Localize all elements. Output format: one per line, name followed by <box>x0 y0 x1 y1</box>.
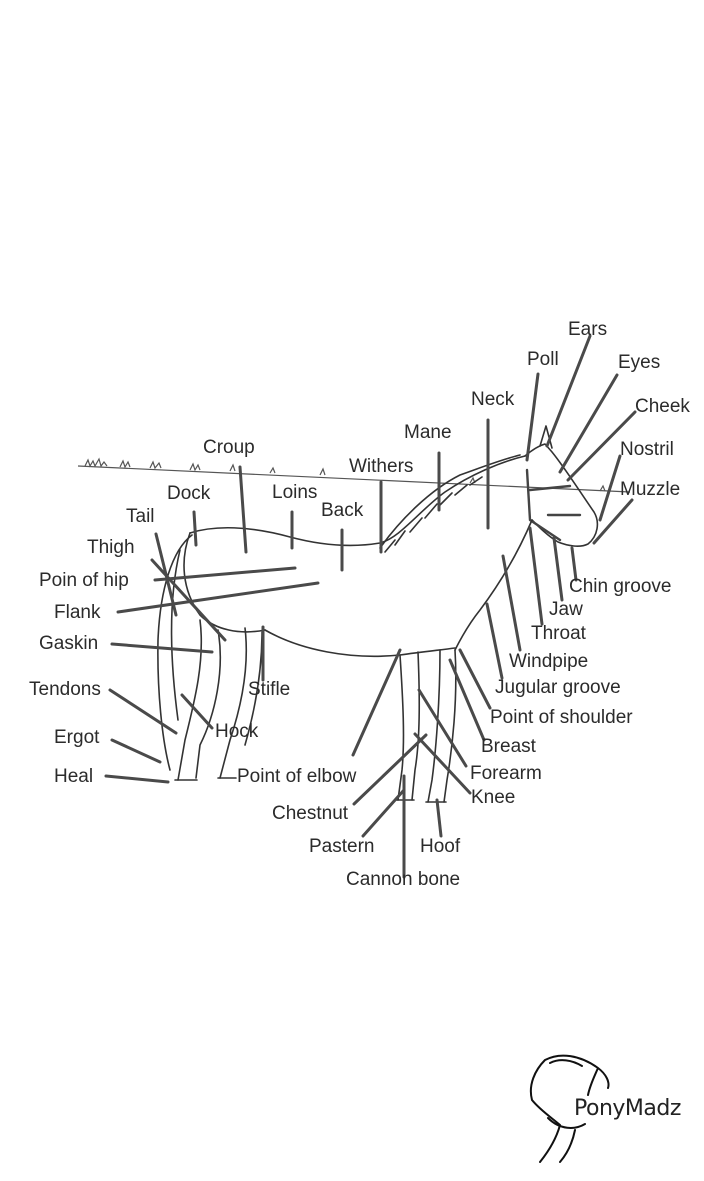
label-point-of-shoulder: Point of shoulder <box>490 707 633 728</box>
leader-breast <box>448 658 486 742</box>
label-breast: Breast <box>481 736 536 757</box>
label-knee: Knee <box>471 787 516 808</box>
leader-eyes <box>558 373 619 474</box>
leader-hock <box>180 693 214 730</box>
leader-gaskin <box>110 642 214 654</box>
horse-hind-leg-front <box>219 627 263 779</box>
label-muzzle: Muzzle <box>620 479 681 500</box>
label-ears: Ears <box>568 319 608 340</box>
label-flank: Flank <box>54 602 101 623</box>
leader-ears <box>545 334 592 448</box>
leader-pastern <box>361 788 406 838</box>
leader-elbow <box>351 648 402 757</box>
label-neck: Neck <box>471 389 515 410</box>
label-loins: Loins <box>272 482 318 503</box>
label-tendons: Tendons <box>29 679 101 700</box>
label-nostril: Nostril <box>620 439 674 460</box>
leader-hip <box>153 566 297 582</box>
leader-muzzle <box>592 498 634 545</box>
label-stifle: Stifle <box>248 679 291 700</box>
label-heal: Heal <box>54 766 94 787</box>
horse-tail <box>157 534 193 771</box>
label-gaskin: Gaskin <box>39 633 99 654</box>
leader-thigh <box>150 558 227 642</box>
leader-throat <box>528 526 544 626</box>
leader-jaw <box>552 536 564 602</box>
label-point-of-elbow: Point of elbow <box>237 766 357 787</box>
horse-head-outline <box>524 443 599 547</box>
leader-jugular <box>485 602 504 680</box>
label-jaw: Jaw <box>549 599 583 620</box>
label-throat: Throat <box>531 623 586 644</box>
horse-belly <box>264 629 456 658</box>
label-chin-groove: Chin groove <box>569 576 672 597</box>
label-chestnut: Chestnut <box>272 803 349 824</box>
leader-heal <box>104 774 170 784</box>
leader-hoof <box>435 798 443 838</box>
label-tail: Tail <box>126 506 155 527</box>
leader-dock <box>192 510 198 547</box>
leader-ergot <box>110 738 162 764</box>
leader-chin-groove <box>570 546 578 582</box>
leader-lines <box>104 334 637 879</box>
leader-forearm <box>417 688 468 768</box>
horse-halter <box>525 468 582 542</box>
leader-windpipe <box>501 554 522 652</box>
label-jugular-groove: Jugular groove <box>495 677 621 698</box>
label-thigh: Thigh <box>87 537 135 558</box>
horse-front-leg-right <box>427 649 457 803</box>
label-cannon-bone: Cannon bone <box>346 869 461 890</box>
brand-name: PonyMadz <box>574 1096 681 1121</box>
leader-nostril <box>598 454 622 522</box>
leader-chestnut <box>352 733 428 806</box>
label-dock: Dock <box>167 483 211 504</box>
horse-mane <box>379 454 521 553</box>
label-hoof: Hoof <box>420 836 461 857</box>
label-windpipe: Windpipe <box>509 651 589 672</box>
horse-front-leg-left <box>397 651 421 801</box>
leader-shoulder <box>458 648 492 710</box>
leader-cheek <box>566 410 637 482</box>
label-poll: Poll <box>527 349 559 370</box>
label-forearm: Forearm <box>470 763 542 784</box>
label-withers: Withers <box>349 456 414 477</box>
horse-throat-chest <box>454 519 533 651</box>
leader-tendons <box>108 688 178 735</box>
horse-hind-leg-back <box>177 619 222 781</box>
leader-croup <box>238 465 248 554</box>
label-ergot: Ergot <box>54 727 100 748</box>
brand-logo-horse <box>529 1054 610 1163</box>
label-back: Back <box>321 500 364 521</box>
label-pastern: Pastern <box>309 836 375 857</box>
leader-knee <box>413 732 472 795</box>
label-croup: Croup <box>203 437 255 458</box>
label-mane: Mane <box>404 422 452 443</box>
leader-flank <box>116 581 320 614</box>
label-point-of-hip: Poin of hip <box>39 570 129 591</box>
horse-rump <box>183 532 266 633</box>
label-cheek: Cheek <box>635 396 690 417</box>
ground-line <box>77 457 631 493</box>
label-eyes: Eyes <box>618 352 661 373</box>
leader-poll <box>525 372 540 462</box>
label-hock: Hock <box>215 721 259 742</box>
